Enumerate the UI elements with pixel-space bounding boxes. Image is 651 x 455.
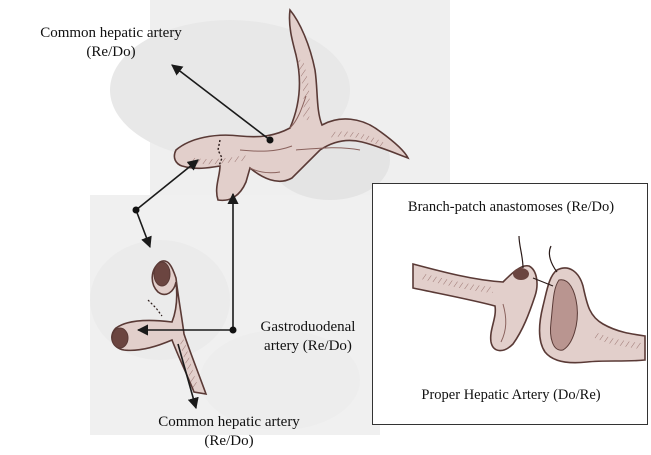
junction-dot-left bbox=[133, 207, 140, 214]
label-proper-hepatic-artery: Proper Hepatic Artery (Do/Re) bbox=[373, 386, 649, 405]
label-gastroduodenal-artery: Gastroduodenal artery (Re/Do) bbox=[248, 318, 368, 356]
recipient-vessel bbox=[540, 268, 646, 363]
label-common-hepatic-artery-bottom: Common hepatic artery (Re/Do) bbox=[140, 413, 318, 451]
donor-vessel bbox=[413, 264, 537, 351]
junction-dot-right bbox=[230, 327, 237, 334]
label-common-hepatic-artery-top: Common hepatic artery (Re/Do) bbox=[22, 24, 200, 62]
inset-panel-anastomosis: Branch-patch anastomoses (Re/Do) Proper … bbox=[372, 183, 648, 425]
label-branch-patch-anastomoses: Branch-patch anastomoses (Re/Do) bbox=[373, 198, 649, 217]
